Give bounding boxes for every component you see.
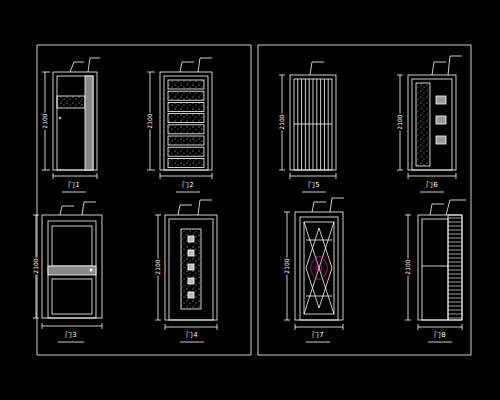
door-groove (309, 79, 310, 170)
door-elevation (33, 202, 102, 342)
door-caption: 门5 (307, 182, 320, 189)
dimension-text: 2100 (42, 112, 48, 129)
door-caption: 门1 (67, 182, 80, 189)
sheet-frame (37, 45, 251, 355)
sheet-frame (258, 45, 471, 355)
door-panel (168, 102, 204, 111)
door-panel (168, 91, 204, 100)
door-panel (168, 147, 204, 156)
dimension-text: 2100 (33, 257, 39, 274)
door-groove (328, 79, 329, 170)
door-groove (320, 79, 321, 170)
door-elevation (397, 56, 462, 192)
door-groove (316, 79, 317, 170)
door-groove (305, 79, 306, 170)
dimension-text: 2100 (147, 112, 153, 129)
door-elevation (147, 58, 212, 192)
door-groove (297, 79, 298, 170)
door-groove (313, 79, 314, 170)
dimension-text: 2100 (397, 113, 403, 130)
door-groove (301, 79, 302, 170)
door-elevation (405, 200, 466, 342)
dimension-text: 2100 (279, 113, 285, 130)
door-elevation (279, 62, 336, 192)
door-panel (168, 136, 204, 145)
dimension-text: 2100 (405, 258, 411, 275)
door-elevation (155, 200, 217, 342)
door-caption: 门4 (185, 332, 198, 339)
door-groove (324, 79, 325, 170)
door-panel (168, 158, 204, 167)
door-caption: 门7 (311, 332, 324, 339)
door-caption: 门6 (425, 182, 438, 189)
door-panel (168, 114, 204, 123)
door-panel (168, 80, 204, 89)
dimension-text: 2100 (284, 257, 290, 274)
door-elevation (284, 198, 344, 342)
door-caption: 门2 (181, 182, 194, 189)
door-panel (168, 125, 204, 134)
door-caption: 门3 (64, 332, 77, 339)
door-caption: 门8 (433, 332, 446, 339)
dimension-text: 2100 (155, 258, 161, 275)
door-elevation (42, 58, 100, 192)
